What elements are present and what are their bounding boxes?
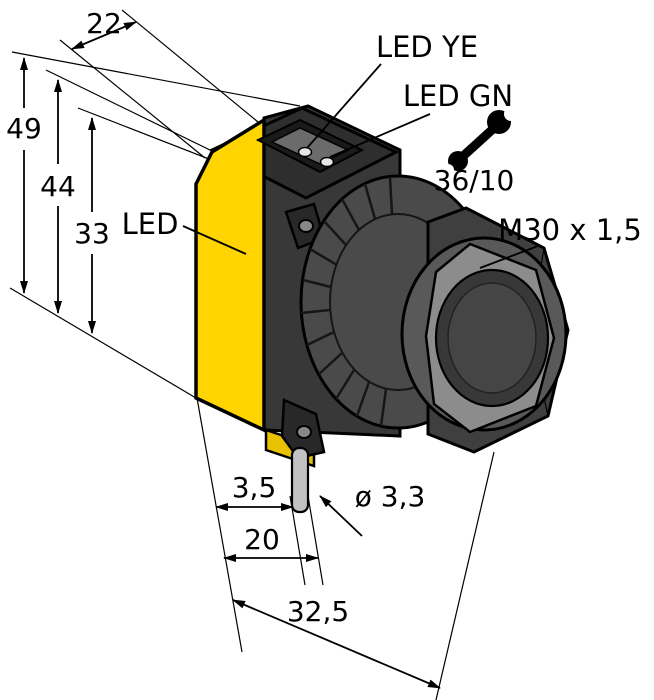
led-window-yellow — [297, 146, 313, 158]
thread-spec-label: M30 x 1,5 — [498, 213, 642, 247]
upper-clamp-screw — [298, 219, 314, 233]
dimension-lines — [20, 21, 441, 689]
dim-line-32-5 — [232, 599, 441, 689]
wrench-size-label: 36/10 — [434, 164, 515, 197]
dim-line-22 — [71, 21, 137, 50]
lower-clamp-screw — [296, 425, 312, 439]
leader-led-ye — [306, 63, 382, 149]
led-label: LED — [122, 207, 179, 241]
wrench-icon — [442, 107, 518, 176]
led-gn-label: LED GN — [403, 79, 513, 113]
yellow-housing — [194, 116, 266, 433]
leader-m30 — [479, 245, 539, 269]
dim-3-5-label: 3,5 — [232, 471, 277, 504]
leader-lines — [182, 63, 539, 269]
dim-32-5-label: 32,5 — [287, 595, 349, 628]
leader-diameter-3-3 — [319, 495, 363, 537]
lens-inner — [447, 282, 537, 394]
thread-ribs — [300, 176, 394, 427]
led-window-green — [319, 156, 335, 168]
dim-44-label: 44 — [40, 170, 76, 203]
lens-barrel — [299, 174, 570, 454]
leader-led — [182, 225, 247, 255]
dim-33-label: 33 — [74, 217, 110, 250]
leader-led-gn — [329, 113, 431, 158]
led-ye-label: LED YE — [376, 30, 478, 64]
dim-22-label: 22 — [86, 7, 122, 40]
dim-49-label: 49 — [6, 112, 42, 145]
dim-20-label: 20 — [244, 523, 280, 556]
dia-3-3-label: ø 3,3 — [355, 480, 426, 513]
cable — [290, 446, 310, 514]
